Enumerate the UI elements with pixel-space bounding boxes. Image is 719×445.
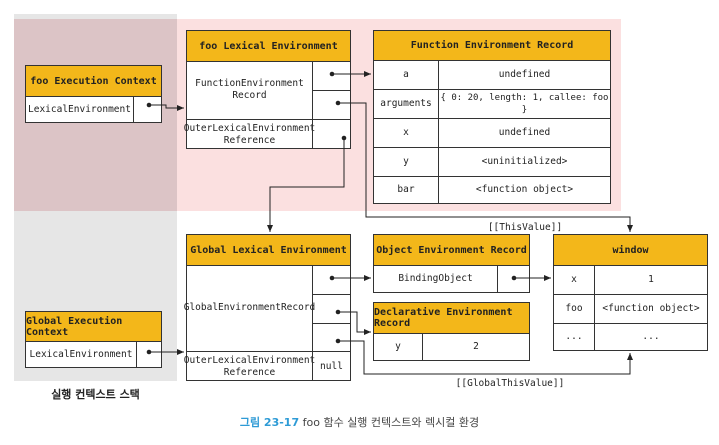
- fer-key: bar: [397, 184, 415, 195]
- fer-key: a: [403, 68, 409, 80]
- figure-number: 그림 23-17: [239, 416, 300, 429]
- function-environment-record-title: Function Environment Record: [374, 31, 610, 61]
- fer-value: undefined: [498, 68, 551, 80]
- declarative-environment-record-title: Declarative Environment Record: [374, 303, 529, 334]
- this-value-label: [[ThisValue]]: [487, 221, 563, 233]
- window-value: ...: [642, 331, 660, 342]
- oer-binding-object-label: BindingObject: [398, 273, 473, 284]
- arrow-foo-outer-to-global-le: [267, 138, 345, 232]
- foo-execution-context-title: foo Execution Context: [26, 66, 161, 97]
- object-environment-record-title: Object Environment Record: [374, 235, 529, 266]
- window-key: x: [571, 273, 577, 285]
- global-ec-lexical-environment-label: LexicalEnvironment: [29, 348, 133, 360]
- object-environment-record: Object Environment Record BindingObject: [373, 234, 530, 293]
- window-title: window: [554, 235, 707, 266]
- fer-value: undefined: [498, 126, 551, 138]
- global-execution-context-title: Global Execution Context: [26, 312, 161, 342]
- foo-ec-lexical-environment-label: LexicalEnvironment: [28, 103, 131, 115]
- function-environment-record: Function Environment Record a undefined …: [373, 30, 611, 204]
- fer-key: y: [403, 155, 409, 167]
- der-value: 2: [473, 341, 479, 352]
- arrow-global-le-to-der: [338, 311, 371, 335]
- figure-caption: 그림 23-17 foo 함수 실행 컨텍스트와 렉시컬 환경: [0, 414, 719, 430]
- figure-caption-text: foo 함수 실행 컨텍스트와 렉시컬 환경: [302, 416, 480, 429]
- window-object: window x 1 foo <function object> ... ...: [553, 234, 708, 351]
- arrow-global-this-to-window: [338, 340, 633, 375]
- global-le-outer-reference-label: OuterLexicalEnvironment Reference: [183, 354, 316, 378]
- global-lexical-environment: Global Lexical Environment GlobalEnviron…: [183, 234, 351, 381]
- foo-le-outer-reference-label: OuterLexicalEnvironment Reference: [183, 122, 316, 146]
- der-key: y: [395, 341, 401, 352]
- arrow-this-value-to-window: [338, 102, 633, 232]
- execution-context-stack-label: 실행 컨텍스트 스택: [51, 388, 140, 401]
- foo-lexical-environment: foo Lexical Environment FunctionEnvironm…: [183, 30, 351, 149]
- global-le-outer-null: null: [320, 360, 343, 372]
- arrow-foo-ec-to-foo-le: [149, 104, 184, 111]
- fer-value: <uninitialized>: [481, 155, 568, 167]
- foo-lexical-environment-title: foo Lexical Environment: [187, 31, 350, 62]
- fer-key: x: [403, 126, 409, 138]
- fer-value: { 0: 20, length: 1, callee: foo }: [440, 92, 609, 115]
- global-execution-context: Global Execution Context LexicalEnvironm…: [25, 311, 162, 368]
- foo-le-function-environment-record-label: FunctionEnvironment Record: [195, 78, 304, 101]
- fer-key: arguments: [380, 97, 432, 109]
- fer-value: <function object>: [475, 184, 574, 195]
- global-lexical-environment-title: Global Lexical Environment: [187, 235, 350, 266]
- window-value: 1: [648, 273, 654, 285]
- window-key: ...: [565, 331, 583, 342]
- global-this-value-label: [[GlobalThisValue]]: [455, 377, 565, 389]
- foo-execution-context: foo Execution Context LexicalEnvironment: [25, 65, 162, 123]
- window-key: foo: [565, 302, 583, 314]
- declarative-environment-record: Declarative Environment Record y 2: [373, 302, 530, 361]
- window-value: <function object>: [602, 302, 700, 314]
- global-le-record-label: GlobalEnvironmentRecord: [183, 302, 316, 313]
